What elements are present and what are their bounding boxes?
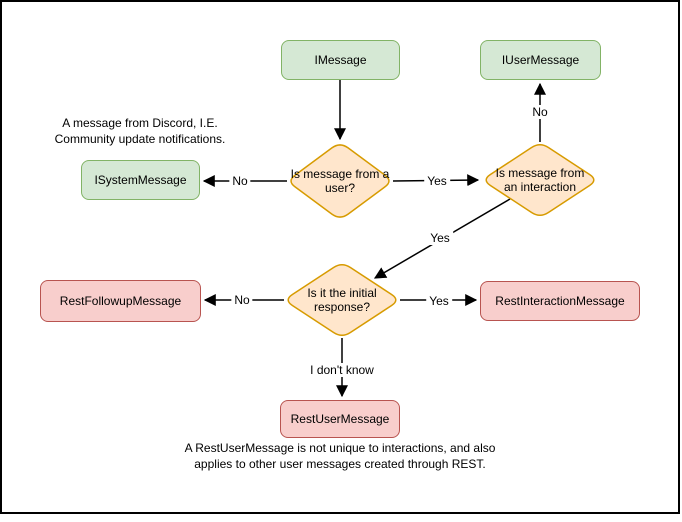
edge-label-initial-yes: Yes	[426, 294, 452, 308]
edge-label-initial-no: No	[231, 293, 253, 307]
decision-is-from-interaction-label: Is message from an interaction	[495, 166, 585, 194]
decision-is-from-user-label: Is message from a user?	[290, 167, 390, 195]
node-restinteractionmessage: RestInteractionMessage	[480, 281, 640, 321]
edge-label-from-interaction-yes: Yes	[427, 231, 453, 245]
node-iusermessage: IUserMessage	[480, 40, 601, 80]
decision-is-initial-response-label: Is it the initial response?	[307, 286, 377, 314]
node-isystemmessage: ISystemMessage	[81, 160, 200, 200]
edge-label-from-user-no: No	[229, 174, 251, 188]
decision-is-from-interaction-shape	[485, 144, 595, 216]
edge-label-from-user-yes: Yes	[424, 174, 450, 188]
node-restusermessage: RestUserMessage	[280, 400, 400, 438]
decision-is-initial-response-shape	[287, 264, 397, 336]
edge-label-initial-dont-know: I don't know	[307, 363, 377, 377]
node-imessage: IMessage	[281, 40, 400, 80]
annotation-system-message-note: A message from Discord, I.E. Community u…	[54, 116, 226, 146]
decision-is-from-user-shape	[290, 144, 390, 218]
annotation-rest-user-message-note: A RestUserMessage is not unique to inter…	[184, 441, 496, 471]
node-restfollowupmessage: RestFollowupMessage	[40, 280, 201, 322]
edge-label-from-interaction-no: No	[529, 105, 551, 119]
